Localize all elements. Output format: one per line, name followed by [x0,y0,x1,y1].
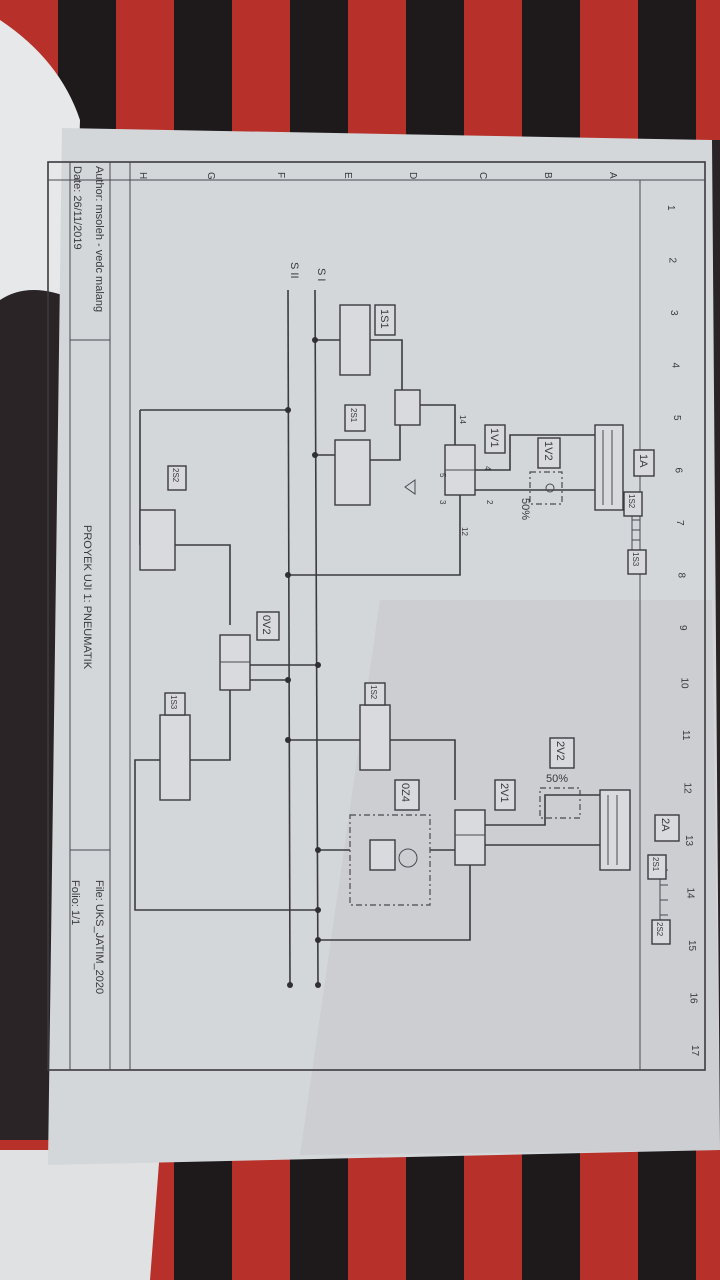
pneumatic-wires [134,337,600,943]
column-label: 7 [674,520,685,526]
column-label: 10 [679,678,690,690]
limit-valve-1s2: 1S2 [359,682,391,771]
column-label: 14 [685,888,696,900]
column-label: 4 [670,363,681,369]
throttle-2v2-setting: 50% [546,773,568,785]
column-label: 15 [686,940,697,952]
throttle-2v2-label: 2V2 [554,741,566,761]
row-label: D [407,172,418,179]
valve-2v1-label: 2V1 [498,783,510,803]
title-block: Author: msoleh - vedc malang Date: 26/11… [69,166,105,994]
column-label: 9 [677,625,688,631]
row-label: B [542,172,553,179]
page-curl [0,20,80,300]
limit-valve-2s2: 2S2 [139,465,187,571]
column-label: 16 [688,993,699,1005]
regulator-0z4: 0Z4 [349,779,431,906]
row-label: F [275,172,286,178]
project-title: PROYEK UJI 1: PNEUMATIK [81,525,93,670]
scale-2s2-label: 2S2 [655,922,664,937]
date-text: Date: 26/11/2019 [71,166,83,250]
cylinder-1a-label: 1A [637,454,649,468]
page-edge [0,1150,160,1280]
folio-text: Folio: 1/1 [69,880,81,925]
file-text: File: UKS_JATIM_2020 [93,880,105,994]
port-label: 14 [458,415,467,424]
port-label: 5 [438,473,447,478]
column-label: 11 [680,730,691,741]
limit-1s3-label: 1S3 [169,695,178,710]
throttle-1v2-setting: 50% [519,498,531,520]
regulator-0z4-label: 0Z4 [399,783,411,802]
row-label: H [137,172,148,179]
throttle-valve-2v2: 2V2 50% [539,737,581,819]
limit-valve-2s1: 2S1 [334,404,371,506]
column-label: 5 [671,415,682,421]
column-label: 17 [689,1045,700,1057]
port-label: 2 [485,500,494,505]
fabric-top [0,0,720,140]
limit-valve-1s3: 1S3 [159,692,191,801]
column-label: 1 [665,205,676,211]
column-label: 2 [667,258,678,264]
port-label: 12 [460,527,469,536]
column-label: 13 [683,835,694,847]
scale-1s2-label: 1S2 [627,494,636,509]
port-label: 4 [483,466,492,471]
column-label: 3 [668,310,679,316]
cylinder-2a-label: 2A [659,818,671,832]
shuttle-valve [394,389,421,426]
limit-valve-1s1: 1S1 [339,304,396,376]
limit-1s1-label: 1S1 [378,309,390,329]
port-label: 3 [438,500,447,505]
row-label: E [342,172,353,179]
throttle-1v2-label: 1V2 [542,441,554,461]
valve-1v1: 1V1 14 12 4 2 5 3 [404,415,506,536]
supply-line-s2-label: S II [288,262,300,279]
limit-2s2-label: 2S2 [171,468,180,483]
throttle-valve-1v2: 1V2 50% [519,437,563,520]
row-label: G [205,172,216,180]
cylinder-2a: 2A 2S1 2S2 [599,789,680,945]
row-label: C [477,172,488,179]
column-label: 6 [673,468,684,474]
column-label: 8 [676,573,687,579]
valve-0v2-label: 0V2 [260,615,272,635]
scale-2s1-label: 2S1 [651,857,660,872]
limit-2s1-label: 2S1 [349,408,358,423]
limit-1s2-label: 1S2 [369,685,378,700]
supply-line-s1-label: S I [315,268,327,281]
cylinder-1a: 1A 1S2 1S3 [594,424,655,575]
column-label: 12 [682,783,693,795]
author-text: Author: msoleh - vedc malang [93,166,105,312]
scale-1s3-label: 1S3 [631,552,640,567]
supply-lines: S I S II [287,262,327,988]
drawing-frame [47,161,706,1071]
valve-2v1: 2V1 [454,779,516,866]
row-label: A [607,172,618,179]
valve-0v2: 0V2 [219,611,280,691]
valve-1v1-label: 1V1 [488,428,500,448]
